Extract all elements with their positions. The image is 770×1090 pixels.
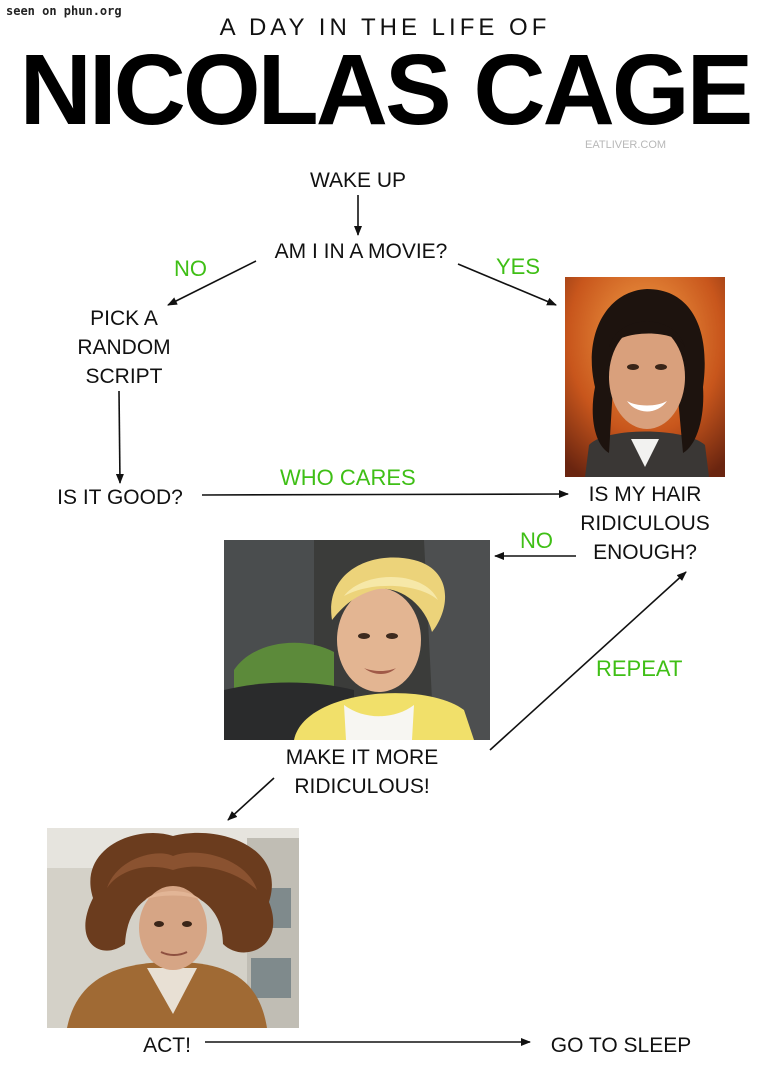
node-line: RIDICULOUS! xyxy=(294,775,430,798)
subtitle: A DAY IN THE LIFE OF xyxy=(219,14,551,41)
credit: EATLIVER.COM xyxy=(585,139,667,151)
node-pick-a-random-script: PICK A RANDOM SCRIPT xyxy=(54,304,194,391)
node-wake-up: WAKE UP xyxy=(309,169,407,192)
node-line: MAKE IT MORE xyxy=(285,746,439,769)
node-act: ACT! xyxy=(143,1034,191,1057)
node-line: RIDICULOUS xyxy=(580,512,710,535)
photo-long-hair xyxy=(565,277,725,477)
edge-label-who-cares: WHO CARES xyxy=(280,465,416,490)
node-am-i-in-a-movie: AM I IN A MOVIE? xyxy=(274,240,448,263)
photo-blond-hair xyxy=(224,540,490,740)
node-make-it-more-ridiculous: MAKE IT MORE RIDICULOUS! xyxy=(266,743,458,801)
edge-label-repeat: REPEAT xyxy=(596,656,683,681)
node-line: RANDOM xyxy=(77,336,171,359)
photo-big-hair xyxy=(47,828,299,1028)
edge-label-yes: YES xyxy=(496,254,541,279)
watermark: seen on phun.org xyxy=(6,4,122,18)
node-is-my-hair-ridiculous-enough: IS MY HAIR RIDICULOUS ENOUGH? xyxy=(562,480,728,567)
arrow-script-to-good xyxy=(115,390,124,484)
arrow-good-who-cares xyxy=(201,490,569,499)
node-line: PICK A xyxy=(90,307,158,330)
edge-label-no-hair: NO xyxy=(520,528,553,553)
node-go-to-sleep: GO TO SLEEP xyxy=(550,1034,692,1057)
node-line: ENOUGH? xyxy=(593,541,697,564)
node-line: SCRIPT xyxy=(85,365,163,388)
node-is-it-good: IS IT GOOD? xyxy=(57,486,183,509)
node-line: IS MY HAIR xyxy=(588,483,702,506)
page-title: NICOLAS CAGE xyxy=(19,34,754,146)
edge-label-no: NO xyxy=(174,256,207,281)
